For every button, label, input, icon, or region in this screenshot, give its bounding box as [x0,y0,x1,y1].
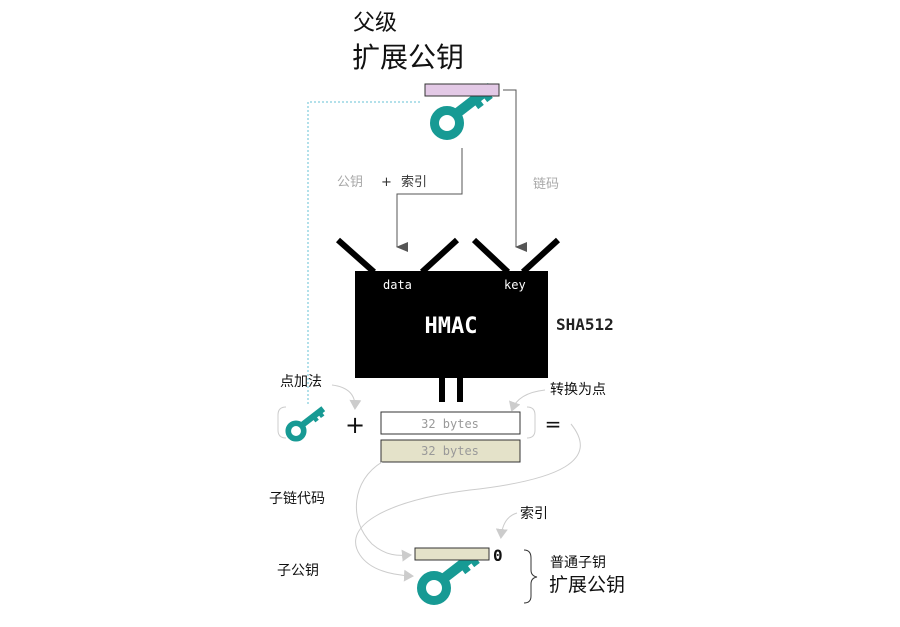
hash-name: SHA512 [556,315,614,334]
hmac-output-right-leg [457,378,463,402]
key-arrow [503,89,527,252]
label-to-point: 转换为点 [550,381,606,398]
label-child-index: 索引 [520,505,548,522]
label-pubkey: 公钥 [337,175,363,190]
plus-operator: + [345,411,365,439]
right-bracket [526,406,536,439]
equals-operator: = [545,412,562,436]
child-index-value: 0 [493,546,503,565]
child-pubkey-curve [355,423,581,582]
parent-key-bar [424,83,500,97]
hmac-input-right-arm-1 [471,237,511,275]
hmac-input-left-arm-1 [336,237,376,275]
label-child-pubkey: 子公钥 [277,563,319,579]
hmac-key-label: key [504,278,526,292]
label-chaincode: 链码 [533,177,559,192]
parent-title-line1: 父级 [353,11,397,36]
hmac-box [355,271,548,378]
data-arrow [396,148,463,252]
hmac-input-right-arm-2 [520,237,561,275]
child-brace [523,549,538,604]
dotted-parent-link [307,101,420,404]
hmac-output-left-leg [439,378,445,402]
hmac-data-label: data [383,278,412,292]
label-child-ext-pubkey: 扩展公钥 [549,574,625,596]
hmac-input-left-arm-2 [419,237,460,275]
point-add-arrow [331,384,362,410]
child-chaincode-curve [355,461,412,562]
to-point-arrow [509,389,546,412]
output-left-bytes: 32 bytes [421,417,479,431]
label-point-add: 点加法 [280,374,322,390]
label-normal-child: 普通子钥 [550,555,606,571]
parent-title-line2: 扩展公钥 [352,41,464,74]
output-left-bytes-box [380,411,521,435]
hmac-title: HMAC [425,314,478,339]
label-plus-small: + [381,175,392,190]
child-index-arrow [495,512,518,539]
label-child-chaincode: 子链代码 [269,491,325,507]
child-key-bar [414,547,490,561]
left-bracket [277,406,287,439]
point-add-key-icon [288,409,323,439]
output-right-bytes-box [380,439,521,463]
output-right-bytes: 32 bytes [421,444,479,458]
label-index: 索引 [401,175,427,190]
